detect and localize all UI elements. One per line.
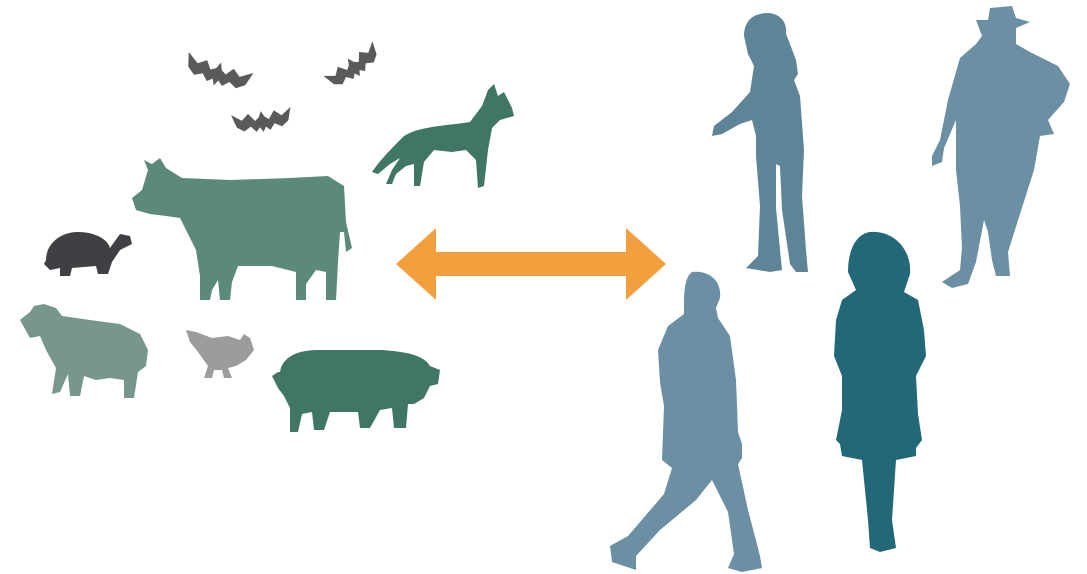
person-man-walking-icon	[610, 272, 762, 572]
person-girl-icon	[712, 13, 808, 272]
dog-icon	[372, 84, 514, 188]
goat-icon	[20, 304, 148, 398]
bat-icon	[231, 107, 293, 136]
person-woman-icon	[834, 232, 926, 552]
pig-icon	[272, 350, 440, 432]
cow-icon	[132, 158, 352, 300]
bat-icon	[323, 41, 384, 93]
person-man-hat-icon	[932, 6, 1070, 288]
bat-icon	[181, 52, 253, 96]
double-headed-arrow-icon	[396, 228, 666, 300]
chicken-icon	[186, 330, 254, 378]
tortoise-icon	[44, 232, 132, 276]
